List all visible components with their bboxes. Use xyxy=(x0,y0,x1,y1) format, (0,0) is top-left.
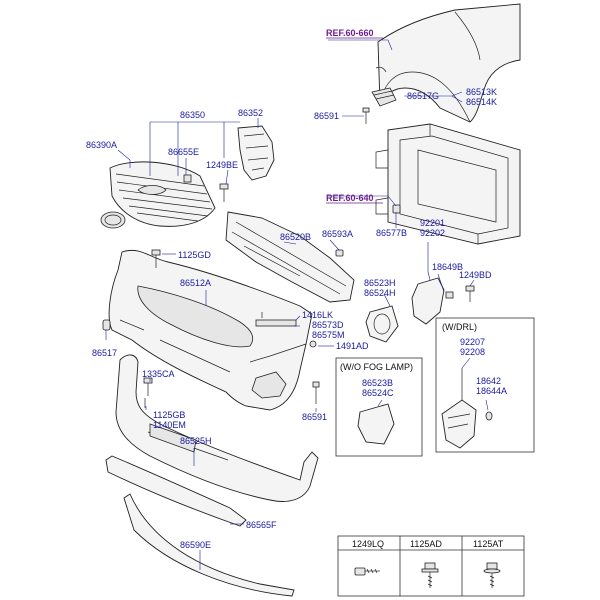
bolt-1249BE xyxy=(219,183,229,202)
label-1125GB: 1125GB xyxy=(153,410,185,420)
fog-cover-86523H xyxy=(365,305,399,343)
clip-1491AD xyxy=(309,340,317,348)
bolt-1249BD xyxy=(465,285,475,302)
energy-absorber xyxy=(225,211,355,303)
label-86513K: 86513K xyxy=(466,87,497,97)
bolt-1125GD xyxy=(151,249,161,268)
label-86590E: 86590E xyxy=(180,540,211,550)
label-86512A: 86512A xyxy=(180,278,211,288)
label-92202: 92202 xyxy=(420,228,445,238)
label-92201: 92201 xyxy=(420,218,445,228)
blank-cover-86523B xyxy=(357,403,395,445)
box-title-with-drl: (W/DRL) xyxy=(442,322,477,332)
moulding-86565F xyxy=(105,455,247,527)
label-1416LK: 1416LK xyxy=(302,310,333,320)
nut-86655E xyxy=(183,174,192,183)
label-86655E: 86655E xyxy=(168,147,199,157)
label-86520B: 86520B xyxy=(280,232,311,242)
box-title-without-fog-lamp: (W/O FOG LAMP) xyxy=(340,362,413,372)
screw-86591-top xyxy=(362,107,370,124)
label-86523B: 86523B xyxy=(362,378,393,388)
label-86517G: 86517G xyxy=(407,91,439,101)
drl-lamp-92207 xyxy=(441,368,493,449)
fog-lamp-bracket-18649B xyxy=(411,277,454,325)
lip-86590E xyxy=(123,493,295,597)
fastener-table xyxy=(337,535,525,597)
label-18649B: 18649B xyxy=(432,262,463,272)
label-86523H: 86523H xyxy=(364,278,396,288)
radiator-grille xyxy=(109,161,216,227)
ref-60-660[interactable]: REF.60-660 xyxy=(326,28,374,38)
clip-86517 xyxy=(102,319,111,331)
label-86591-bottom: 86591 xyxy=(302,412,327,422)
ref-60-640[interactable]: REF.60-640 xyxy=(326,193,374,203)
label-18642: 18642 xyxy=(476,376,501,386)
label-86524C: 86524C xyxy=(362,388,394,398)
label-86517: 86517 xyxy=(92,348,117,358)
label-86565F: 86565F xyxy=(246,520,277,530)
box-with-drl xyxy=(435,317,535,453)
lower-bumper xyxy=(115,354,319,502)
label-92207: 92207 xyxy=(460,337,485,347)
label-86575M: 86575M xyxy=(312,330,345,340)
bumper-cover xyxy=(108,250,313,411)
label-86514K: 86514K xyxy=(466,97,497,107)
emblem xyxy=(100,211,126,229)
label-86524H: 86524H xyxy=(364,288,396,298)
label-86593A: 86593A xyxy=(322,229,353,239)
label-86525H: 86525H xyxy=(180,436,212,446)
fender-liner-piece xyxy=(371,87,397,107)
label-1491AD: 1491AD xyxy=(336,341,369,351)
label-86390A: 86390A xyxy=(86,140,117,150)
washer-bolt-icon xyxy=(483,562,501,588)
radiator-support xyxy=(375,123,521,245)
label-86350: 86350 xyxy=(180,110,205,120)
label-18644A: 18644A xyxy=(476,386,507,396)
screw-86591-bottom xyxy=(312,381,320,404)
clip-86593A xyxy=(335,249,344,257)
flange-bolt-icon xyxy=(421,562,439,588)
label-86591-top: 86591 xyxy=(314,111,339,121)
label-86352: 86352 xyxy=(238,108,263,118)
bolt-1335CA xyxy=(143,377,153,396)
table-header-1249LQ: 1249LQ xyxy=(352,539,384,549)
box-without-fog-lamp xyxy=(335,357,423,457)
bracket-1416LK xyxy=(255,312,297,327)
label-1249BE: 1249BE xyxy=(206,160,238,170)
label-86573D: 86573D xyxy=(312,320,344,330)
leader-lines xyxy=(105,39,489,570)
bolt-icon xyxy=(354,567,380,576)
label-92208: 92208 xyxy=(460,347,485,357)
label-1249BD: 1249BD xyxy=(459,270,492,280)
label-86577B: 86577B xyxy=(376,228,407,238)
grille-bracket xyxy=(237,125,275,181)
table-header-1125AD: 1125AD xyxy=(410,539,442,549)
table-header-1125AT: 1125AT xyxy=(473,539,504,549)
label-1125GD: 1125GD xyxy=(178,250,211,260)
fender xyxy=(375,3,521,123)
label-1335CA: 1335CA xyxy=(142,369,175,379)
clip-86577B xyxy=(392,204,401,214)
label-1140EM: 1140EM xyxy=(153,420,186,430)
